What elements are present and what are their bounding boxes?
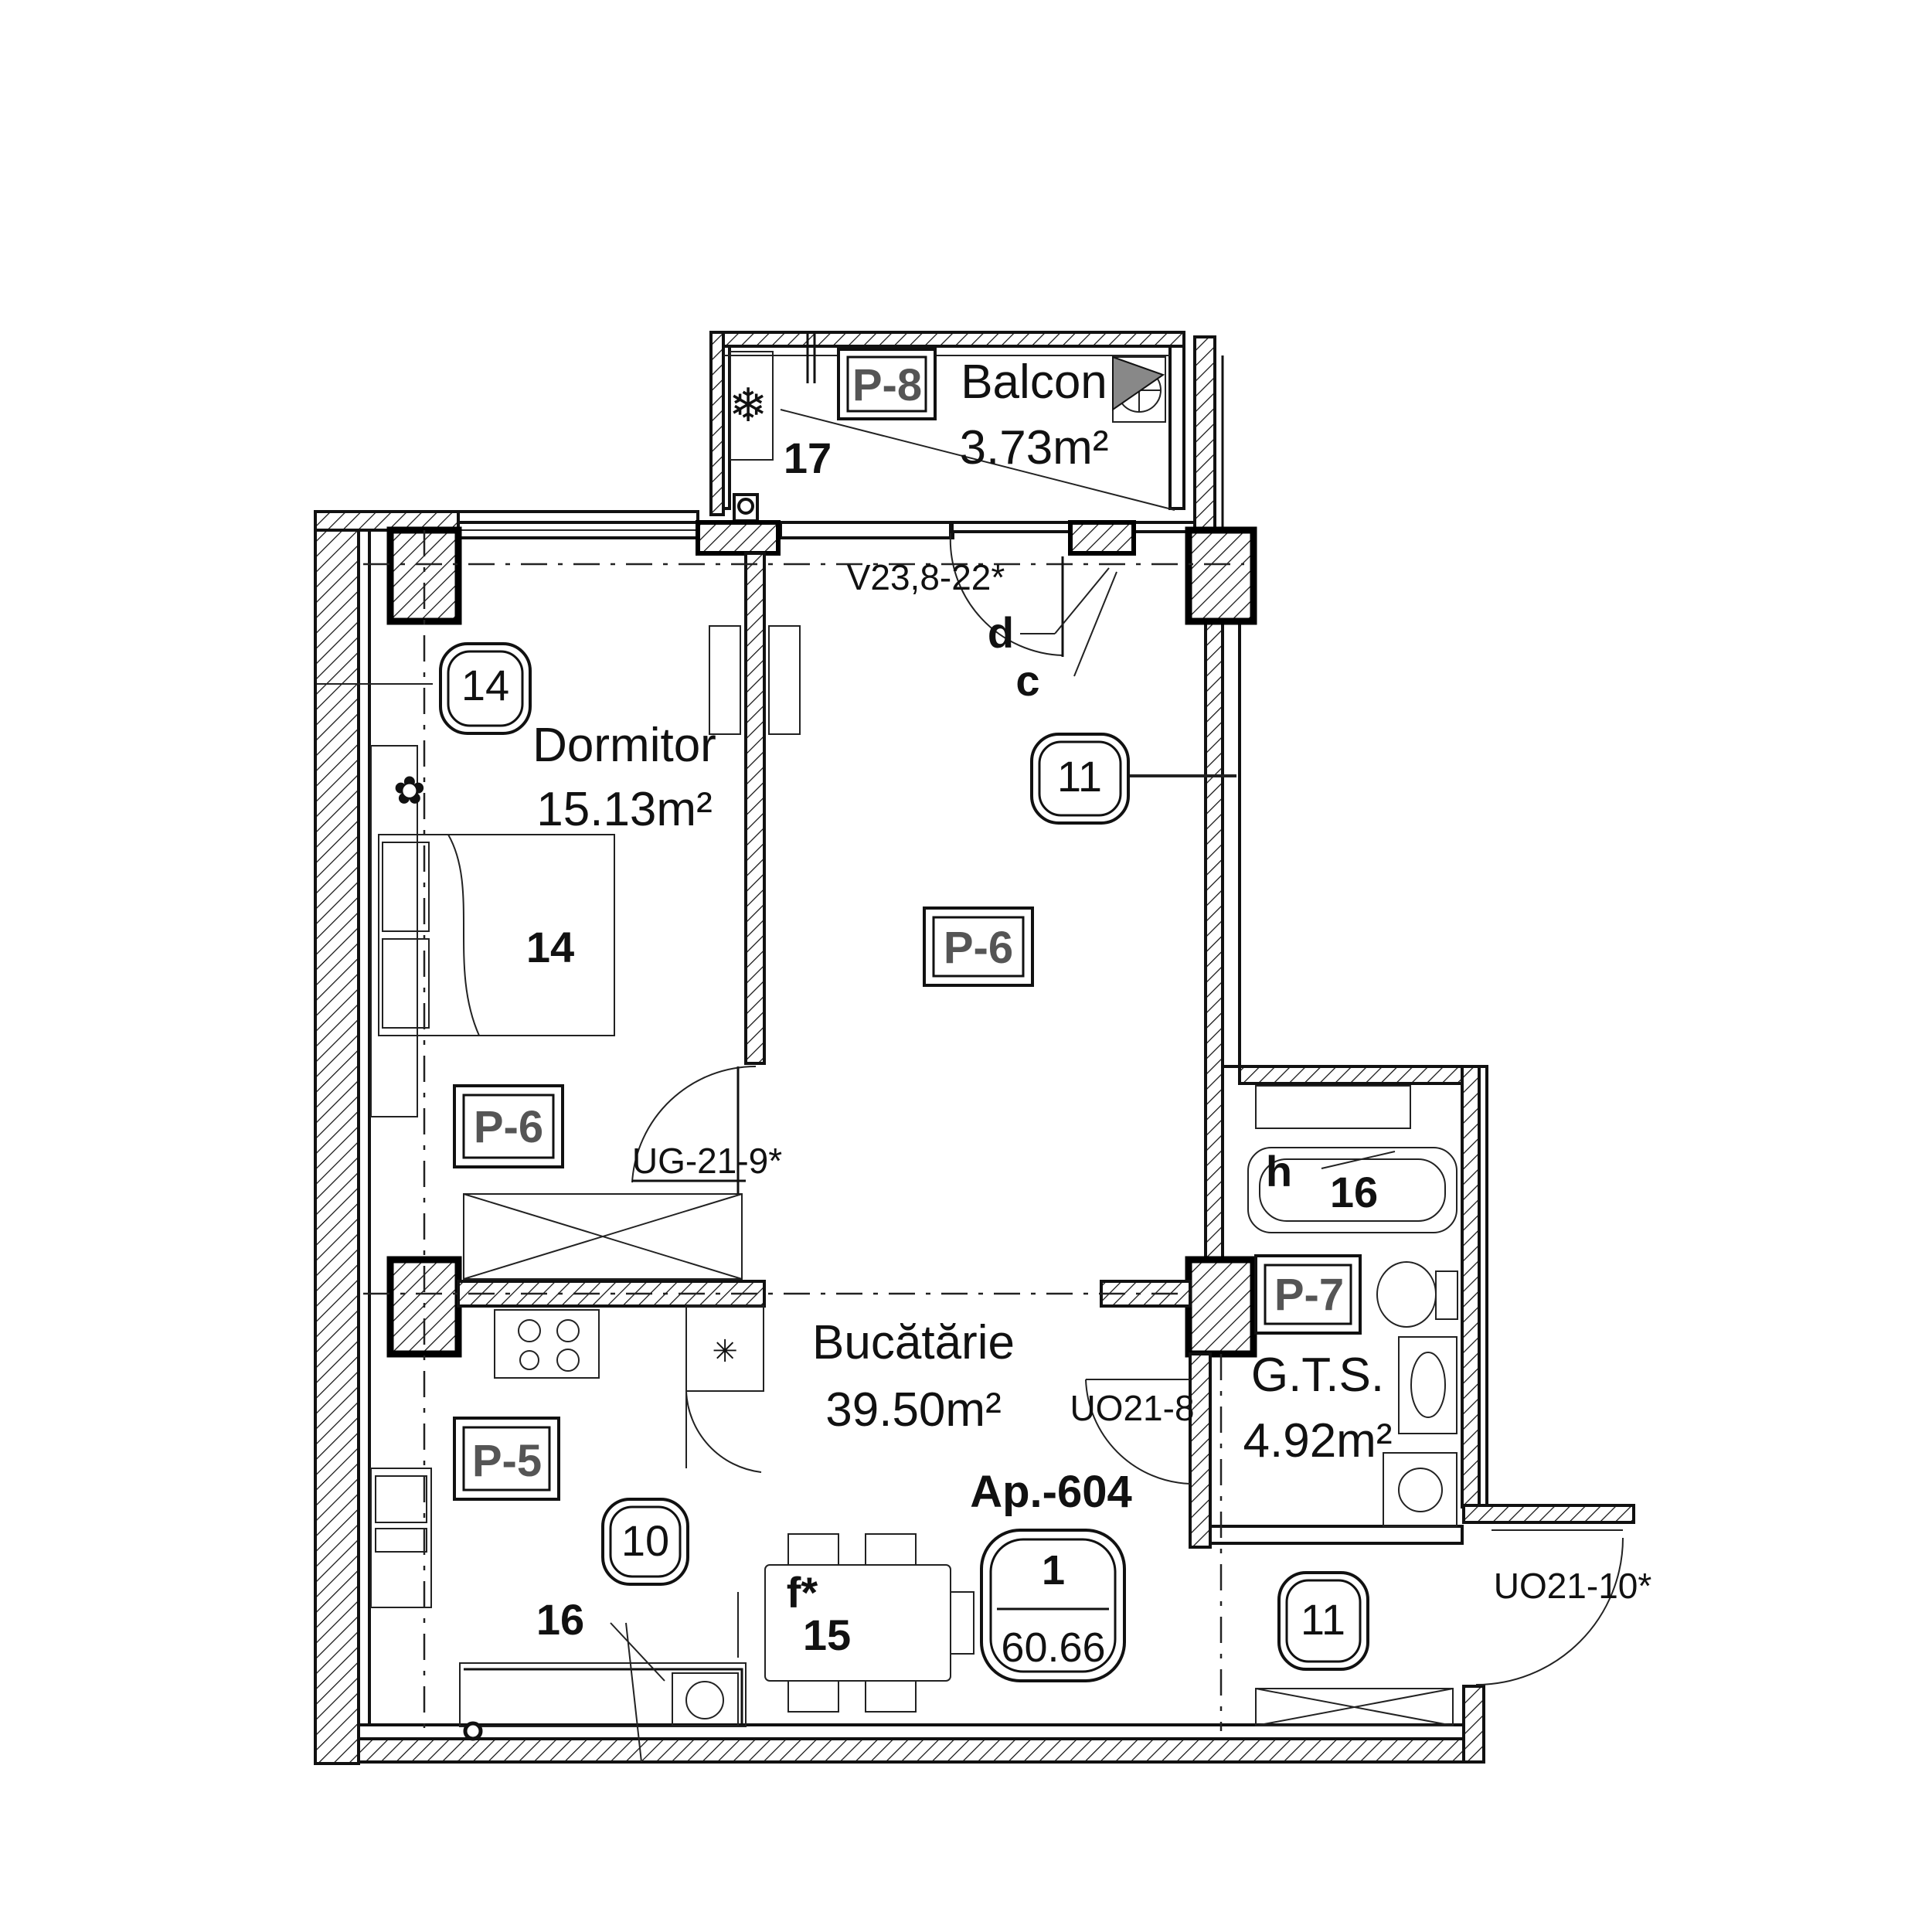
bath-door-label: UO21-8	[1070, 1388, 1194, 1428]
bathroom-mark: h	[1266, 1147, 1292, 1196]
doors	[631, 532, 1624, 1685]
bathroom-name: G.T.S.	[1251, 1349, 1384, 1402]
kitchen-name: Bucătărie	[812, 1316, 1015, 1369]
bed-number: 14	[526, 923, 574, 971]
apartment-label: Ap.-604	[970, 1467, 1132, 1517]
bedroom-code: P-6	[474, 1102, 543, 1152]
bedroom-area: 15.13m²	[536, 783, 712, 836]
apartment-total-area: 60.66	[1001, 1624, 1105, 1671]
hall-tag-lower: 11	[1301, 1595, 1345, 1644]
leader-lines	[610, 567, 1396, 1763]
bedroom-name: Dormitor	[532, 719, 716, 772]
bathroom-code: P-7	[1274, 1270, 1344, 1320]
mark-f: f*	[787, 1568, 818, 1617]
hall-tag: 11	[1057, 752, 1102, 801]
mark-c: c	[1015, 656, 1039, 705]
balcony: ❄	[709, 331, 1185, 522]
room-code-tags: P-8 P-6 P-6 P-5 P-7	[453, 348, 1362, 1501]
tag-p7: P-7	[1254, 1254, 1362, 1335]
balcony-number: 17	[784, 434, 832, 482]
kitchen-area: 39.50m²	[825, 1383, 1001, 1437]
tag-p8: P-8	[837, 348, 937, 420]
balcony-area: 3.73m²	[960, 421, 1109, 474]
bathroom-number: 16	[1330, 1168, 1378, 1216]
tag-p6-living: P-6	[923, 906, 1034, 987]
living-code: P-6	[944, 923, 1013, 973]
room-labels: Balcon 3.73m² 17 Dormitor 15.13m² 14 Buc…	[526, 355, 1393, 1468]
entry-door-label: UO21-10*	[1494, 1566, 1652, 1606]
apartment-rooms-count: 1	[1042, 1547, 1065, 1594]
dining-number: 15	[803, 1611, 851, 1659]
asterisk-icon: ✳	[712, 1335, 738, 1369]
round-tags: 14 11 10 11	[439, 642, 1369, 1671]
marks: d c f* 15 16	[536, 608, 1040, 1659]
balcony-name: Balcon	[961, 355, 1107, 409]
snowflake-icon: ❄	[729, 379, 767, 431]
bedroom-tag: 14	[461, 661, 509, 709]
kitchen-number: 16	[536, 1595, 584, 1644]
opening-labels: V23,8-22* UG-21-9* UO21-8 UO21-10*	[632, 557, 1652, 1606]
bathroom-area: 4.92m²	[1243, 1414, 1393, 1468]
tag-p5: P-5	[453, 1417, 560, 1501]
exterior-walls	[314, 335, 1465, 1765]
structural-columns	[386, 520, 1257, 1358]
kitchen-code: P-5	[472, 1436, 542, 1486]
apartment-badge: Ap.-604 1 60.66	[970, 1467, 1132, 1682]
grid-axes	[317, 530, 1244, 1731]
balcony-code: P-8	[852, 360, 922, 410]
bedroom-door-label: UG-21-9*	[632, 1141, 782, 1181]
plant-icon: ✿	[393, 769, 426, 812]
mark-d: d	[988, 608, 1014, 657]
tag-p6-bedroom: P-6	[453, 1084, 564, 1168]
kitchen-tag: 10	[621, 1516, 669, 1565]
balcony-door-label: V23,8-22*	[847, 557, 1005, 597]
furniture: ✿ ✳	[370, 625, 1458, 1741]
